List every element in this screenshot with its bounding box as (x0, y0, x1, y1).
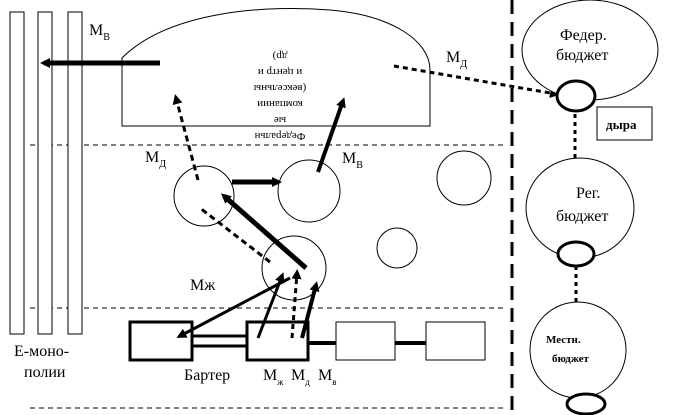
svg-text:ые: ые (274, 114, 286, 126)
arrow-mzh-bottom-to-node (256, 272, 285, 339)
label-md-left: МД (145, 149, 166, 170)
box-barter (245, 320, 310, 362)
arrow-mzh-to-left-box (176, 276, 291, 338)
arrow-mv-bottom-to-node (300, 281, 320, 339)
box-left (128, 320, 194, 362)
svg-text:др): др) (272, 50, 287, 62)
dashed-arrow-companies-to-federal (393, 64, 560, 98)
label-mv-top: МВ (89, 22, 110, 43)
local-budget-hole (565, 392, 607, 415)
monopoly-pillar-1 (9, 11, 25, 335)
regional-budget-hole (556, 240, 596, 268)
svg-text:(вексельны: (вексельны (253, 82, 306, 94)
svg-text:и центр и: и центр и (258, 66, 302, 78)
dashed-arrow-md-bottom-up (290, 269, 302, 339)
circle-middle-small (376, 227, 418, 269)
dashed-arrow-node-to-md (199, 206, 271, 264)
label-monopoly-line2: полии (24, 364, 66, 381)
regional-budget-label-line1: Рег. (576, 185, 601, 202)
label-md-bottom: Мд (291, 367, 310, 387)
federal-companies-dome (121, 7, 431, 127)
label-barter: Бартер (184, 367, 230, 384)
federal-budget-label-line2: бюджет (556, 47, 608, 64)
label-monopoly-line1: Е-моно- (14, 343, 69, 360)
box-right-2 (425, 321, 486, 361)
arrow-mv-to-companies (316, 97, 346, 173)
svg-text:Федеральн: Федеральн (254, 130, 305, 142)
federal-budget-hole (555, 79, 597, 113)
label-mv-mid: МВ (342, 150, 363, 171)
regional-budget-label-line2: бюджет (556, 208, 608, 225)
monopoly-pillar-2 (37, 11, 53, 335)
hole-label: дыра (606, 117, 637, 132)
federal-companies-text: Федеральн ые компании (вексельны и центр… (253, 50, 306, 142)
label-mv-bottom: Мв (318, 367, 336, 387)
monopoly-pillar-3 (67, 11, 83, 335)
svg-text:компании: компании (257, 98, 303, 110)
local-budget-circle (529, 301, 627, 399)
hole-label-box (596, 106, 653, 141)
local-budget-label-line1: Местн. (546, 334, 581, 346)
label-mzh: Мж (190, 277, 216, 294)
circle-mv-node (277, 159, 341, 223)
label-md-right: МД (446, 49, 467, 70)
arrow-mzh-to-md-node (220, 193, 308, 270)
circle-right-upper (436, 150, 492, 206)
dashed-arrow-md-to-companies (172, 94, 200, 181)
local-budget-label-line2: бюджет (552, 353, 590, 365)
circle-md-node (173, 165, 235, 227)
federal-budget-label-line1: Федер. (560, 27, 607, 44)
label-mzh-bottom: Мж (263, 367, 284, 387)
box-right-1 (335, 321, 396, 361)
